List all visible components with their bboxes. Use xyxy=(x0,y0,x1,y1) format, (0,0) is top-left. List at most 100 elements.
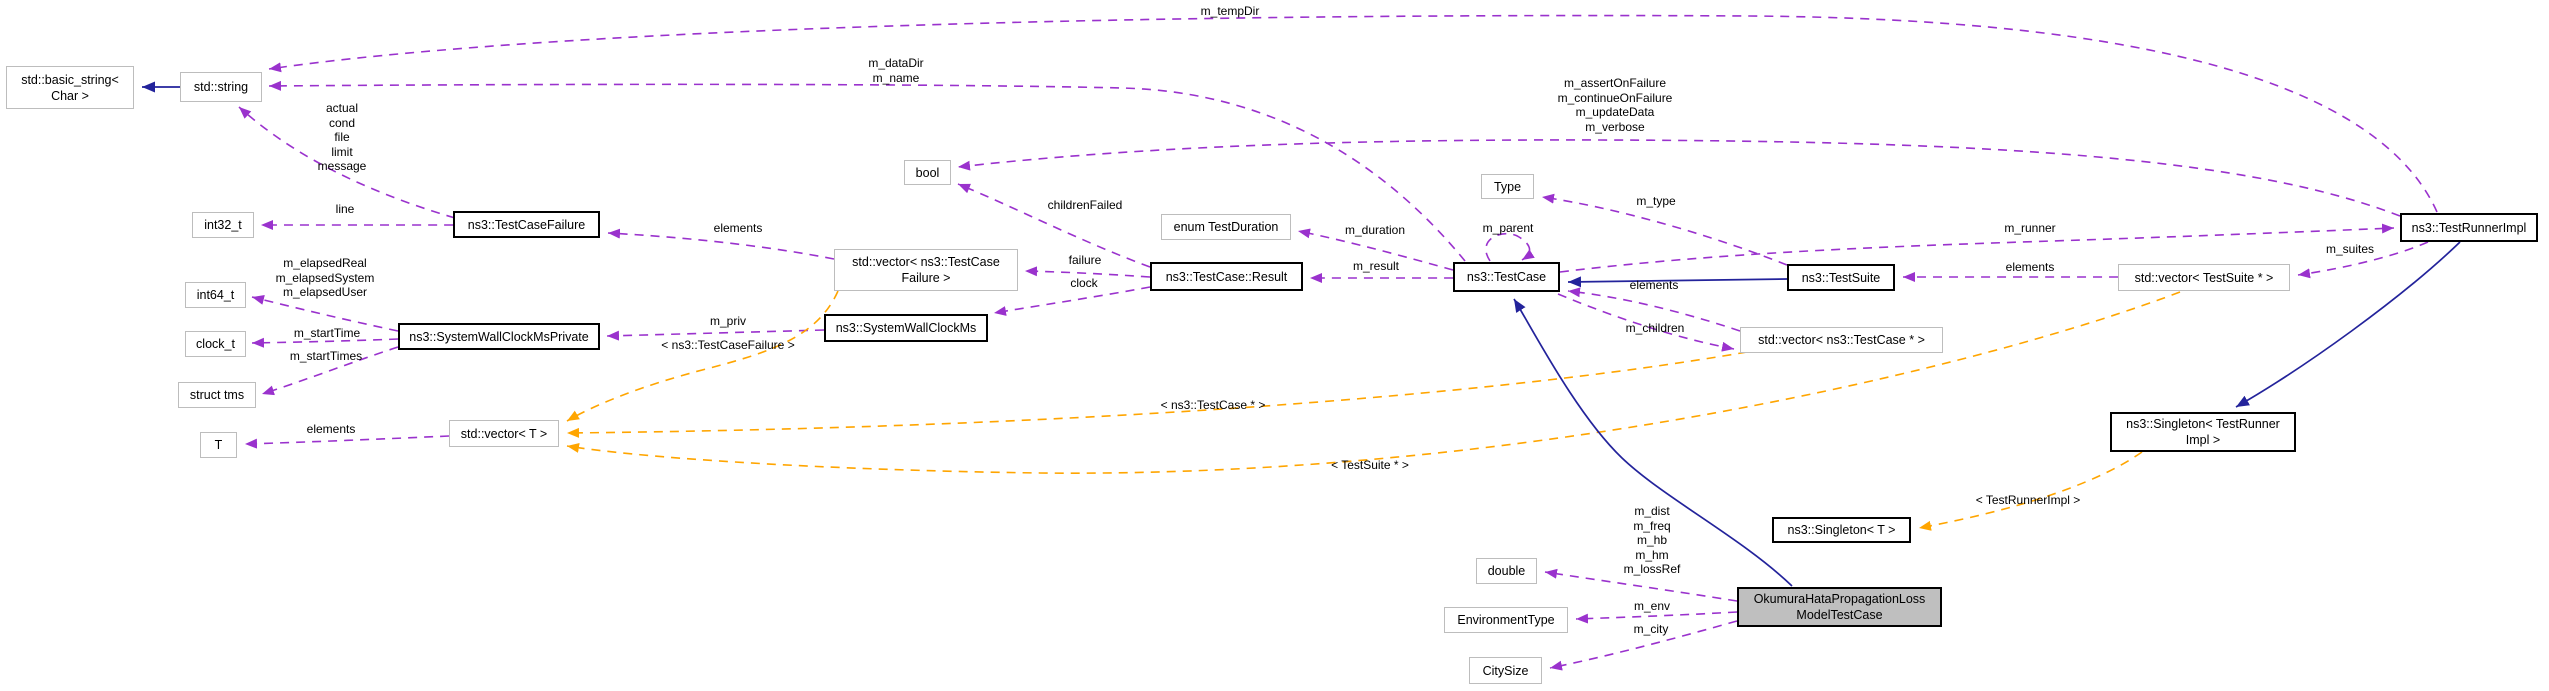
node-label: EnvironmentType xyxy=(1457,613,1555,627)
edge-label-m-tempdir: m_tempDir xyxy=(1200,4,1260,18)
edge-label-clock: clock xyxy=(1070,276,1098,290)
edge-template-testcasefailure xyxy=(566,290,839,422)
edge-label-elements-testcase: elements xyxy=(1629,278,1679,292)
node-clock-t: clock_t xyxy=(185,331,246,357)
node-label: OkumuraHataPropagationLoss xyxy=(1753,592,1926,606)
node-label: Impl > xyxy=(2185,433,2221,447)
edge-label-m-type: m_type xyxy=(1636,194,1676,208)
node-label: ns3::TestCaseFailure xyxy=(467,217,586,232)
edge-elements-testcasefailure xyxy=(607,228,835,260)
node-label: CitySize xyxy=(1482,663,1529,678)
node-std-string: std::string xyxy=(180,72,262,102)
edge-m-children xyxy=(1557,293,1735,352)
node-label: std::vector< ns3::TestCase xyxy=(852,255,1000,269)
node-struct-tms: struct tms xyxy=(178,382,256,408)
edge-m-priv xyxy=(606,329,825,341)
edge-template-testsuite-ptr xyxy=(566,291,2181,474)
node-vector-testcase-ptr: std::vector< ns3::TestCase * > xyxy=(1740,327,1943,353)
node-label: std::vector< TestSuite * > xyxy=(2134,270,2274,285)
node-label: Type xyxy=(1493,179,1522,194)
edge-inherit-okumura-testcase xyxy=(1513,298,1793,587)
node-label: std::string xyxy=(193,80,249,94)
edge-m-env xyxy=(1575,611,1738,624)
node-vector-testsuite-ptr: std::vector< TestSuite * > xyxy=(2118,264,2290,291)
node-systemwallclockms-private[interactable]: ns3::SystemWallClockMsPrivate xyxy=(398,323,600,350)
edge-label-m-children: m_children xyxy=(1625,321,1685,335)
edge-label-m-starttime: m_startTime xyxy=(293,326,361,340)
node-label: std::vector< ns3::TestCase * > xyxy=(1758,333,1925,347)
node-label: ns3::TestCase xyxy=(1466,270,1547,284)
edge-label-m-runner: m_runner xyxy=(2004,221,2056,235)
node-label: int64_t xyxy=(196,288,235,302)
node-label: T xyxy=(214,438,223,452)
node-std-basic-string: std::basic_string< Char > xyxy=(6,66,134,109)
edge-label-elements-testsuite: elements xyxy=(2005,260,2055,274)
node-label: ns3::Singleton< TestRunner xyxy=(2126,417,2280,431)
node-singleton-testrunnerimpl[interactable]: ns3::Singleton< TestRunner Impl > xyxy=(2110,412,2296,452)
edge-clock xyxy=(993,286,1151,316)
node-singleton-t[interactable]: ns3::Singleton< T > xyxy=(1772,517,1911,543)
edge-template-testrunnerimpl xyxy=(1918,451,2143,531)
node-label: ns3::TestRunnerImpl xyxy=(2411,220,2527,235)
node-label: struct tms xyxy=(189,388,245,402)
edge-label-childrenfailed: childrenFailed xyxy=(1047,198,1123,212)
edge-m-parent-loop xyxy=(1485,232,1535,262)
edge-label-failure-fields: actual cond file limit message xyxy=(317,101,367,173)
edge-label-elements-t: elements xyxy=(306,422,356,436)
node-citysize: CitySize xyxy=(1469,657,1542,684)
edge-m-tempdir xyxy=(268,14,2438,213)
node-enum-testduration: enum TestDuration xyxy=(1161,214,1291,240)
node-label: ns3::Singleton< T > xyxy=(1787,523,1896,537)
edge-m-type xyxy=(1541,193,1788,266)
edge-m-elapsed xyxy=(251,295,399,332)
edge-label-template-tcf: < ns3::TestCaseFailure > xyxy=(661,338,795,352)
edge-m-suites xyxy=(2297,241,2429,279)
node-double: double xyxy=(1476,558,1537,584)
edge-label-okumura-fields: m_dist m_freq m_hb m_hm m_lossRef xyxy=(1623,504,1681,576)
edge-label-failure: failure xyxy=(1068,253,1102,267)
node-int32-t: int32_t xyxy=(192,212,254,238)
edge-actual-cond-file-limit-message xyxy=(238,106,456,219)
node-label: bool xyxy=(915,165,940,180)
edge-label-elements-tcf: elements xyxy=(713,221,763,235)
node-label: ns3::SystemWallClockMs xyxy=(835,321,977,335)
edge-label-runner-flags: m_assertOnFailure m_continueOnFailure m_… xyxy=(1557,76,1673,134)
node-vector-t: std::vector< T > xyxy=(449,420,559,447)
node-label: std::basic_string< xyxy=(21,72,119,87)
edge-m-duration xyxy=(1297,228,1454,271)
edge-m-starttimes xyxy=(261,346,399,396)
edge-label-m-duration: m_duration xyxy=(1344,223,1406,237)
node-testcasefailure[interactable]: ns3::TestCaseFailure xyxy=(453,211,600,238)
edge-m-dist-group xyxy=(1544,568,1738,602)
edge-label-m-datadir-m-name: m_dataDir m_name xyxy=(868,56,924,85)
node-label: enum TestDuration xyxy=(1173,220,1279,234)
node-label: ns3::TestSuite xyxy=(1801,270,1881,285)
node-label: clock_t xyxy=(196,337,235,351)
edge-m-city xyxy=(1549,620,1738,671)
edge-label-template-tc-ptr: < ns3::TestCase * > xyxy=(1160,398,1266,412)
node-label: int32_t xyxy=(204,218,242,232)
node-testrunnerimpl[interactable]: ns3::TestRunnerImpl xyxy=(2400,213,2538,242)
node-vector-testcasefailure: std::vector< ns3::TestCase Failure > xyxy=(834,249,1018,291)
node-label: ModelTestCase xyxy=(1796,608,1883,622)
node-testcase-result[interactable]: ns3::TestCase::Result xyxy=(1150,262,1303,291)
node-testsuite[interactable]: ns3::TestSuite xyxy=(1787,264,1895,291)
node-label: ns3::SystemWallClockMsPrivate xyxy=(409,329,589,344)
node-systemwallclockms[interactable]: ns3::SystemWallClockMs xyxy=(824,314,988,342)
edge-m-runner xyxy=(1559,223,2395,273)
edge-label-m-starttimes: m_startTimes xyxy=(289,349,363,363)
node-okumura-hata-testcase: OkumuraHataPropagationLoss ModelTestCase xyxy=(1737,587,1942,627)
node-testcase[interactable]: ns3::TestCase xyxy=(1453,262,1560,292)
node-label: Failure > xyxy=(901,271,951,285)
edge-label-line: line xyxy=(335,202,355,216)
node-label: ns3::TestCase::Result xyxy=(1165,269,1288,284)
edge-label-m-result: m_result xyxy=(1352,259,1400,273)
node-t: T xyxy=(200,432,237,458)
node-type: Type xyxy=(1481,174,1534,199)
edge-inherit-testsuite-testcase xyxy=(1567,276,1788,288)
edge-label-template-ts-ptr: < TestSuite * > xyxy=(1331,458,1409,472)
edge-label-m-env: m_env xyxy=(1633,599,1671,613)
edge-label-m-city: m_city xyxy=(1633,622,1669,636)
